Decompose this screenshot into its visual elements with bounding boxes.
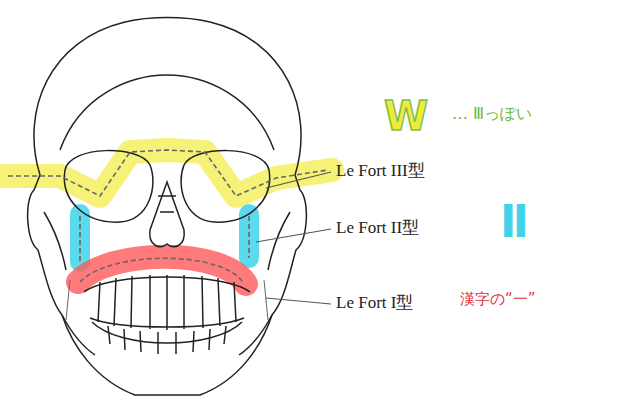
leader-line (256, 172, 331, 304)
fracture-label: Le Fort III型 (336, 161, 425, 181)
fracture-line (8, 150, 328, 284)
handwritten-note: Ⅱ (500, 196, 529, 249)
le-fort-2-band (239, 214, 259, 258)
le-fort-1-band (78, 257, 246, 284)
handwritten-note: W (384, 92, 428, 140)
le-fort-3-band (4, 150, 332, 196)
handwritten-note: … Ⅲっぽい (452, 104, 532, 123)
le-fort-2-band (70, 214, 90, 262)
fracture-label: Le Fort II型 (336, 218, 419, 238)
fracture-label: Le Fort I型 (336, 293, 413, 313)
skull (28, 18, 307, 396)
handwritten-note: 漢字の“一” (460, 290, 536, 308)
